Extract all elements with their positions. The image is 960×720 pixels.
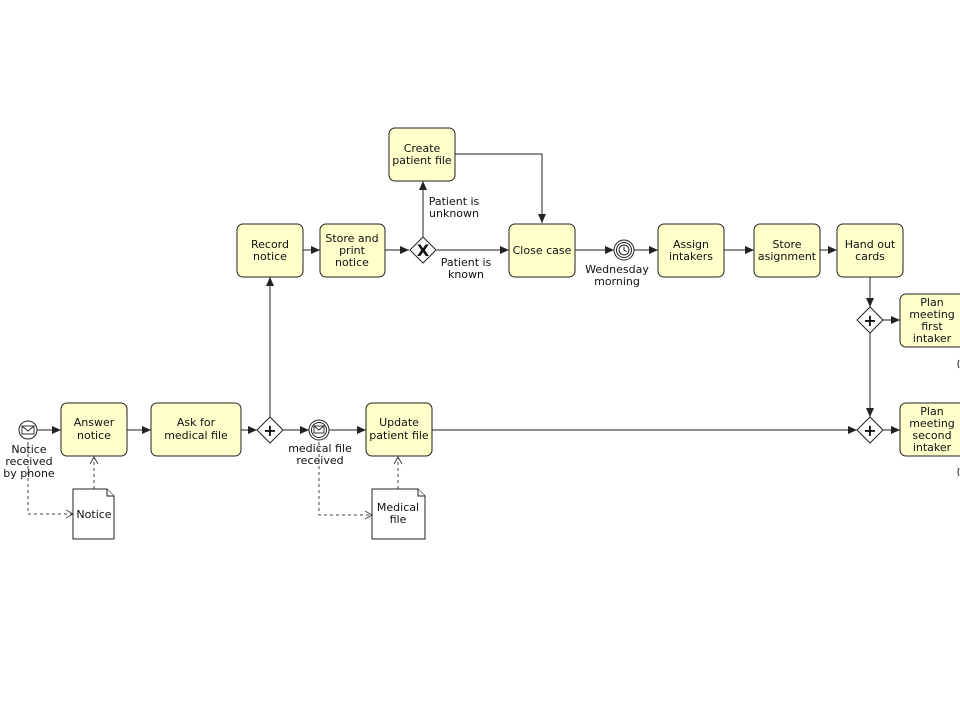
task-label: Close case [513, 244, 572, 257]
task-label: intaker [913, 332, 952, 345]
clipped-edge-mark-1 [957, 359, 960, 369]
task-label: meeting [909, 308, 955, 321]
task-store-and-print-notice[interactable]: Store and print notice [319, 223, 386, 278]
task-record-notice[interactable]: Record notice [236, 223, 304, 278]
gateway-mark: + [863, 311, 876, 330]
task-close-case[interactable]: Close case [508, 223, 576, 278]
data-object-medical-file[interactable]: Medical file [371, 488, 426, 540]
flow-create-to-close [455, 153, 546, 223]
envelope-icon [21, 425, 35, 435]
task-label: Update [379, 416, 419, 429]
document-label: Medical [377, 501, 419, 514]
task-label: Plan [920, 405, 943, 418]
task-label: Ask for [177, 416, 216, 429]
document-label: Notice [76, 508, 111, 521]
task-label: Assign [673, 238, 709, 251]
event-label-notice-received: Notice received by phone [3, 443, 55, 480]
task-label: first [921, 320, 943, 333]
task-plan-meeting-first-intaker[interactable]: Plan meeting first intaker [899, 293, 960, 348]
task-label: asignment [758, 250, 817, 263]
event-label-line: morning [594, 275, 640, 288]
task-update-patient-file[interactable]: Update patient file [365, 402, 433, 457]
envelope-icon [313, 425, 325, 434]
task-label: notice [77, 429, 111, 442]
task-label: meeting [909, 417, 955, 430]
intermediate-event-medical-file-received[interactable] [308, 419, 330, 441]
event-label-wednesday-morning: Wednesday morning [585, 263, 649, 288]
parallel-gateway-fork[interactable]: + [256, 416, 284, 444]
flow-label-patient-unknown: Patient is unknown [429, 195, 480, 220]
event-label-line: medical file [288, 442, 352, 455]
event-label-line: by phone [3, 467, 55, 480]
task-label: second [912, 429, 951, 442]
flow-label-line: unknown [429, 207, 479, 220]
start-event-notice-received[interactable] [18, 420, 38, 440]
task-label: intaker [913, 441, 952, 454]
task-store-assignment[interactable]: Store asignment [753, 223, 821, 278]
task-answer-notice[interactable]: Answer notice [60, 402, 128, 457]
sequence-flows [37, 153, 900, 434]
clipped-edge-mark-2 [957, 467, 960, 477]
task-ask-for-medical-file[interactable]: Ask for medical file [150, 402, 242, 457]
task-label: Answer [74, 416, 115, 429]
event-label-line: received [296, 454, 343, 467]
task-label: Plan [920, 296, 943, 309]
task-label: print [339, 244, 366, 257]
timer-event-wednesday-morning[interactable] [613, 239, 635, 261]
task-label: intakers [669, 250, 713, 263]
task-hand-out-cards[interactable]: Hand out cards [836, 223, 904, 278]
assoc-event-to-medical-file [318, 442, 374, 520]
gateway-mark: X [417, 241, 430, 260]
task-plan-meeting-second-intaker[interactable]: Plan meeting second intaker [899, 402, 960, 457]
task-assign-intakers[interactable]: Assign intakers [657, 223, 725, 278]
clock-icon [618, 244, 630, 256]
task-label: notice [335, 256, 369, 269]
parallel-gateway-split[interactable]: + [856, 306, 884, 334]
exclusive-gateway[interactable]: X [409, 236, 437, 264]
flow-label-line: Patient is [441, 256, 492, 269]
event-label-line: Notice [11, 443, 46, 456]
event-label-line: received [5, 455, 52, 468]
task-label: Record [251, 238, 289, 251]
gateway-mark: + [263, 421, 276, 440]
parallel-gateway-join[interactable]: + [856, 416, 884, 444]
document-label: file [390, 513, 407, 526]
task-create-patient-file[interactable]: Create patient file [388, 127, 456, 182]
data-object-notice[interactable]: Notice [72, 488, 115, 540]
associations [27, 442, 403, 520]
task-label: Create [404, 142, 441, 155]
task-label: patient file [369, 429, 429, 442]
task-label: cards [855, 250, 885, 263]
assoc-event-to-notice [27, 442, 75, 519]
flow-label-patient-known: Patient is known [441, 256, 492, 281]
flow-label-line: Patient is [429, 195, 480, 208]
event-label-medical-file-received: medical file received [288, 442, 352, 467]
event-label-line: Wednesday [585, 263, 649, 276]
flow-label-line: known [448, 268, 484, 281]
gateway-mark: + [863, 421, 876, 440]
task-label: medical file [164, 429, 228, 442]
task-label: Store [772, 238, 801, 251]
task-label: notice [253, 250, 287, 263]
task-label: Store and [325, 232, 378, 245]
task-label: Hand out [845, 238, 896, 251]
task-label: patient file [392, 154, 452, 167]
